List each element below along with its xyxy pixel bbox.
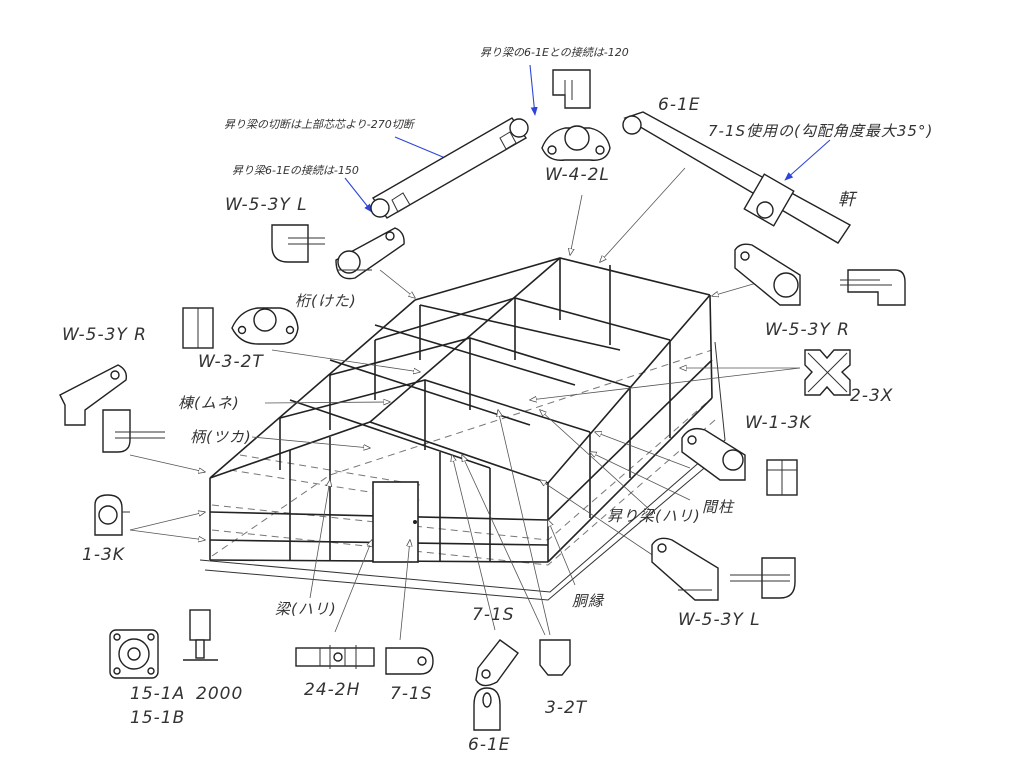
label-keta: 桁(けた): [295, 292, 357, 310]
part-6-1e-bottom: [473, 687, 501, 731]
label-tsuka: 柄(ツカ): [190, 428, 252, 446]
part-w-4-2l: [541, 125, 611, 161]
label-6-1e-top: 6-1E: [658, 95, 701, 115]
label-w-5-3y-l-bottom: W-5-3Y L: [678, 610, 761, 630]
part-7-1s-mid: [475, 639, 519, 687]
part-7-1s-bottom: [385, 647, 434, 675]
label-noboribari: 昇り梁(ハリ): [607, 507, 701, 525]
label-2000: 2000: [196, 684, 244, 704]
note-leaders: [344, 64, 831, 213]
label-mabashira: 間柱: [702, 498, 735, 516]
label-15-1a: 15-1A: [130, 684, 186, 704]
label-w-5-3y-l-top: W-5-3Y L: [225, 195, 308, 215]
label-mune: 棟(ムネ): [178, 394, 240, 412]
note-7-1s-slope: 7-1S使用の(勾配角度最大35°): [708, 122, 934, 140]
note-cut-270: 昇り梁の切断は上部芯芯より-270切断: [224, 118, 414, 131]
label-hari: 梁(ハリ): [275, 600, 337, 618]
part-w-3-2t: [182, 307, 299, 349]
label-w-3-2t: W-3-2T: [198, 352, 264, 372]
label-dobuchi: 胴縁: [572, 592, 605, 610]
label-nok: 軒: [838, 190, 856, 210]
part-w-5-3y-r-right: [734, 243, 906, 306]
part-2-3x: [804, 349, 851, 396]
label-w-1-3k: W-1-3K: [745, 413, 812, 433]
label-w-5-3y-r-right: W-5-3Y R: [765, 320, 850, 340]
part-w-1-3k: [681, 427, 798, 496]
label-3-2t: 3-2T: [545, 698, 588, 718]
part-1-3k: [94, 494, 130, 536]
rafter-part-right: [622, 111, 852, 244]
part-w-5-3y-r-left: [59, 364, 165, 453]
part-w-5-3y-l-bottom: [651, 537, 796, 601]
label-7-1s-bottom: 7-1S: [390, 684, 433, 704]
part-w-5-3y-l-top: [271, 224, 405, 280]
part-3-2t: [539, 639, 571, 676]
label-7-1s-mid: 7-1S: [472, 605, 515, 625]
leader-arrows: [129, 167, 801, 641]
note-connection-150: 昇り梁6-1Eの接続は-150: [232, 164, 359, 177]
label-1-3k: 1-3K: [82, 545, 125, 565]
label-15-1b: 15-1B: [130, 708, 186, 728]
rafter-part-left: [370, 117, 529, 219]
label-2-3x: 2-3X: [850, 386, 894, 406]
part-6-1e-top: [552, 69, 591, 109]
label-w-5-3y-r-left: W-5-3Y R: [62, 325, 147, 345]
note-connection-120: 昇り梁の6-1Eとの接続は-120: [480, 46, 629, 59]
label-24-2h: 24-2H: [304, 680, 361, 700]
part-15-1a: [109, 609, 218, 679]
label-6-1e-bottom: 6-1E: [468, 735, 511, 755]
label-w-4-2l: W-4-2L: [545, 165, 610, 185]
part-24-2h: [295, 645, 375, 669]
